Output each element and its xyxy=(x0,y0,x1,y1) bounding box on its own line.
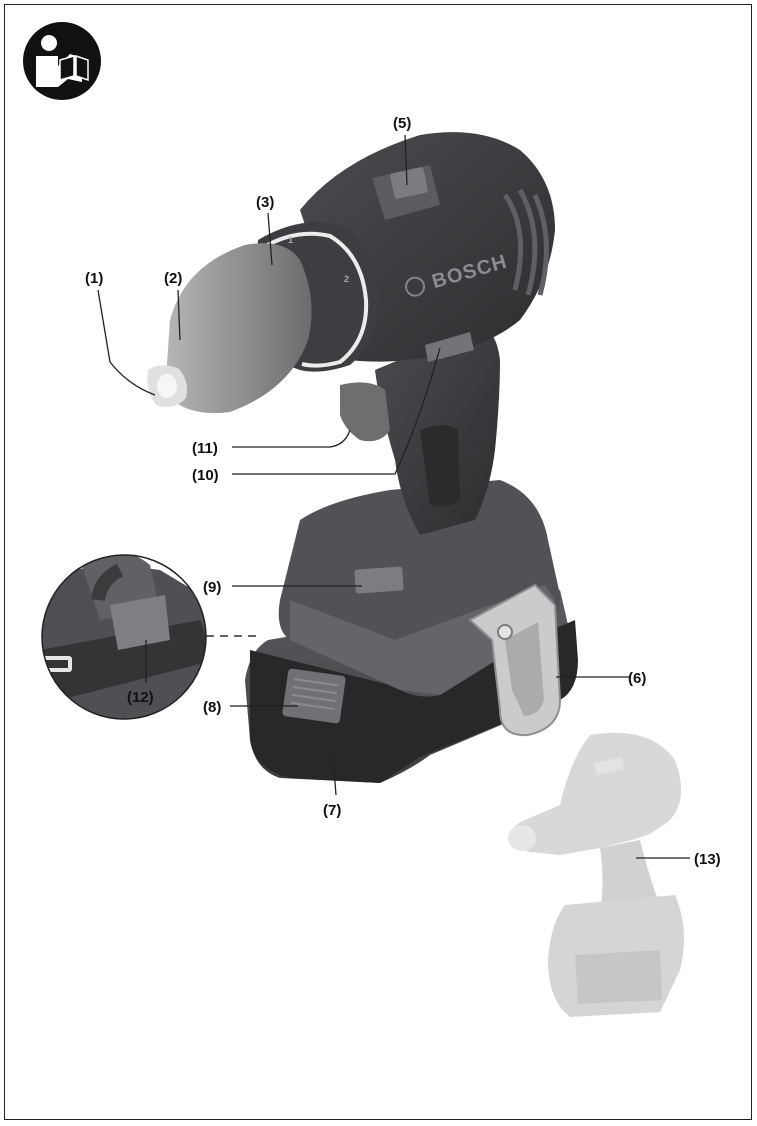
battery-release-button xyxy=(282,668,346,724)
battery-indicator-button xyxy=(354,566,404,594)
callout-5: (5) xyxy=(393,115,411,132)
callout-8: (8) xyxy=(203,699,221,716)
callout-12: (12) xyxy=(127,689,154,706)
leader-lines xyxy=(97,134,690,859)
gear-mark-1: 1 xyxy=(288,235,293,245)
ghost-drill-illustration xyxy=(508,732,684,1017)
callout-2: (2) xyxy=(164,270,182,287)
trigger-switch xyxy=(340,382,390,442)
belt-clip xyxy=(468,583,562,737)
callout-10: (10) xyxy=(192,467,219,484)
callout-1: (1) xyxy=(85,270,103,287)
callout-6: (6) xyxy=(628,670,646,687)
gear-mark-2: 2 xyxy=(344,274,349,284)
page-frame xyxy=(4,4,752,1120)
rotation-switch xyxy=(425,332,474,362)
callout-13: (13) xyxy=(694,851,721,868)
battery-detail-magnifier xyxy=(41,554,262,720)
keyless-chuck xyxy=(165,243,312,414)
callout-11: (11) xyxy=(192,440,218,457)
callout-7: (7) xyxy=(323,802,341,819)
callout-9: (9) xyxy=(203,579,221,596)
read-manual-icon xyxy=(23,22,101,100)
callout-3: (3) xyxy=(256,194,274,211)
